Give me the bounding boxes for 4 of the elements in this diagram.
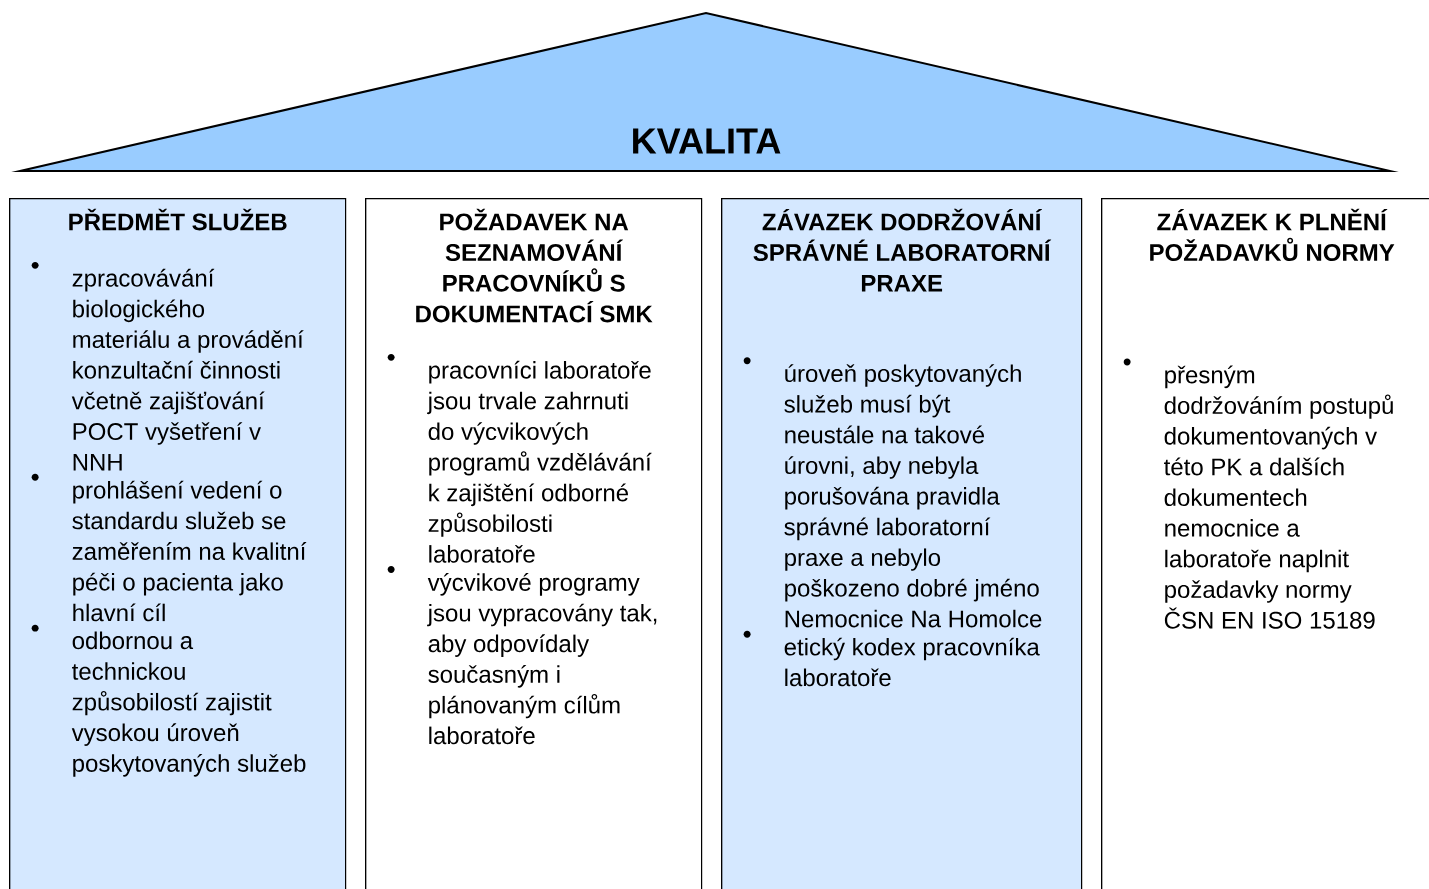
column-box: ZÁVAZEK K PLNĚNÍ POŽADAVKŮ NORMY přesným dodržováním postupů dokumentovaných v této PK a dalších dokumentech nemocnice a laboratoře naplnit požadavky normy ČSN EN ISO 15189 — [1101, 198, 1429, 889]
column-box: ZÁVAZEK DODRŽOVÁNÍ SPRÁVNÉ LABORATORNÍ PRAXE úroveň poskytovaných služeb musí být neustále na takové úrovni, aby nebyla porušována pravidla správné laboratorní praxe a nebylo poškozeno dobré jméno Nemocnice Na Homolce etický kodex pracovníka laboratoře — [721, 198, 1083, 889]
column-box: POŽADAVEK NA SEZNAMOVÁNÍ PRACOVNÍKŮ S DOKUMENTACÍ SMK pracovníci laboratoře jsou trvale zahrnuti do výcvikových programů vzdělávání k zajištění odborné způsobilosti laboratoře výcvikové programy jsou vypracovány tak, aby odpovídaly současným i plánovaným cílům laboratoře — [365, 198, 703, 889]
column-box: PŘEDMĚT SLUŽEB zpracovávání biologického materiálu a provádění konzultační činnosti včetně zajišťování POCT vyšetření v NNH prohlášení vedení o standardu služeb se zaměřením na kvalitní péči o pacienta jako hlavní cíl odbornou a technickou způsobilostí zajistit vysokou úroveň poskytovaných služeb — [9, 198, 347, 889]
